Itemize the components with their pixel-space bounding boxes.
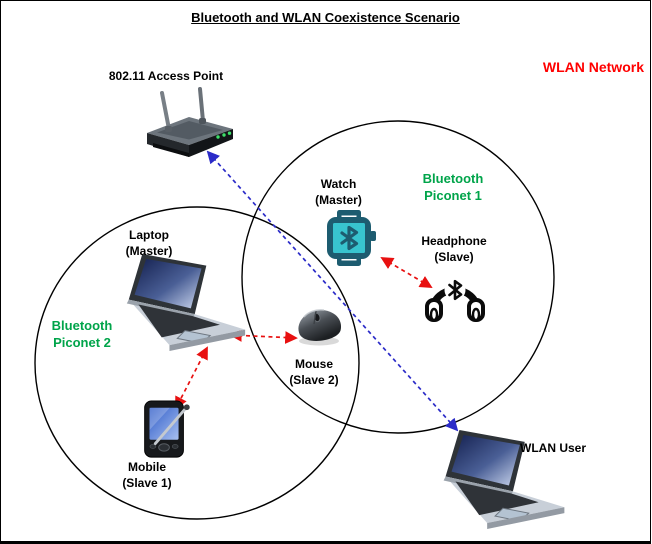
diagram-title: Bluetooth and WLAN Coexistence Scenario: [191, 10, 460, 25]
link-accesspoint-wlanuser: [206, 150, 459, 432]
pda-icon: [144, 400, 190, 458]
watch-label: Watch (Master): [315, 177, 362, 207]
wlan-user-label: WLAN User: [520, 441, 587, 455]
piconet2-label: Bluetooth Piconet 2: [51, 318, 113, 351]
link-watch-headphone: [380, 257, 433, 288]
headphone-icon: [425, 279, 485, 322]
stylus: [153, 406, 188, 446]
access-point-label: 802.11 Access Point: [108, 69, 224, 83]
bluetooth-glyph: [340, 225, 359, 251]
router-icon: [147, 87, 233, 157]
headphone-label: Headphone (Slave): [421, 234, 487, 264]
laptop-icon: [443, 430, 565, 529]
link-laptop-mobile: [175, 346, 208, 410]
mobile-label: Mobile (Slave 1): [122, 460, 172, 490]
wlan-network-label: WLAN Network: [542, 59, 644, 75]
laptop-icon: [126, 254, 246, 351]
smartwatch-icon: [327, 210, 376, 266]
mouse-icon: [298, 309, 342, 346]
laptop-label: Laptop (Master): [125, 228, 173, 258]
bluetooth-glyph: [448, 279, 463, 301]
piconet1-label: Bluetooth Piconet 1: [422, 171, 484, 204]
mouse-label: Mouse (Slave 2): [289, 357, 339, 387]
